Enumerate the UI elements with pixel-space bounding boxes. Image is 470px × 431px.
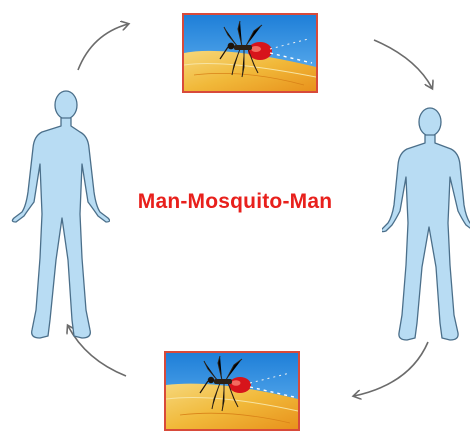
human-figure-right [382,105,470,345]
diagram-title: Man-Mosquito-Man [0,190,470,214]
human-figure-left [6,88,110,348]
mosquito-photo-icon [166,353,298,429]
human-figure-icon [12,91,109,338]
arrow-top-right [374,40,432,88]
mosquito-photo-bottom [164,351,300,431]
human-figure-icon [382,108,470,340]
mosquito-photo-icon [184,15,316,91]
mosquito-photo-top [182,13,318,93]
arrow-bottom-right [354,342,428,396]
arrow-top-left [78,24,128,70]
